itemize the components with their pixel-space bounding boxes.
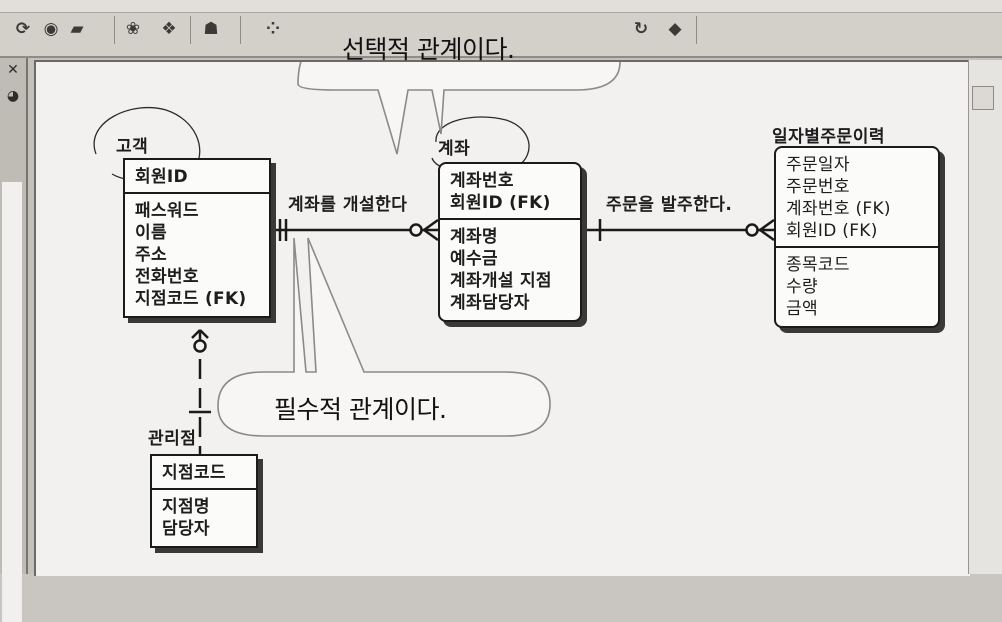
cardinality-zero-circle [409,223,423,237]
scrollbar-thumb[interactable] [972,86,994,110]
entity-attr: 담당자 [162,519,210,539]
crowfoot-line [199,329,209,339]
vertical-scrollbar[interactable] [968,60,1002,574]
callout-bubble-mandatory [217,237,551,437]
entity-attr: 금액 [786,299,818,319]
entity-attr: 전화번호 [135,267,199,287]
callout-bubble-optional [297,62,621,155]
entity-attr: 이름 [135,223,167,243]
entity-keys: 지점코드 [152,456,256,490]
refresh-icon[interactable]: ⟳ [15,19,31,39]
entity-attrs: 종목코드 수량 금액 [776,248,938,326]
panel-pin-icon[interactable]: ✕ [7,62,19,78]
entity-key-attr: 지점코드 [162,463,226,483]
entity-key-attr: 회원ID [135,167,188,187]
entity-keys: 주문일자 주문번호 계좌번호 (FK) 회원ID (FK) [776,148,938,248]
entity-name-account: 계좌 [438,139,471,159]
shape-icon[interactable]: ❖ [161,19,177,39]
entity-key-attr: 계좌번호 (FK) [786,199,891,219]
entity-attrs: 패스워드 이름 주소 전화번호 지점코드 (FK) [125,194,269,316]
people-icon[interactable]: ☗ [203,19,219,39]
entity-account[interactable]: 계좌번호 회원ID (FK) 계좌명 예수금 계좌개설 지점 계좌담당자 [438,162,582,322]
entity-key-attr: 주문번호 [786,177,850,197]
entity-attr: 계좌개설 지점 [450,271,552,291]
entity-keys: 회원ID [125,160,269,194]
toolbar-top-strip [0,0,1002,13]
panel-shape-icon[interactable]: ◕ [6,88,20,104]
toolbar-separator [240,16,241,44]
diagram-canvas[interactable]: 고객 계좌 일자별주문이력 관리점 회원ID 패스워드 이름 주소 전화번호 지… [34,35,970,576]
toolbar-separator [114,16,115,44]
redo-icon[interactable]: ↻ [633,19,649,39]
entity-key-attr: 주문일자 [786,155,850,175]
entity-attr: 지점코드 (FK) [135,289,247,309]
entity-attr: 계좌담당자 [450,293,530,313]
cardinality-zero-circle [745,223,759,237]
entity-key-attr: 회원ID (FK) [450,193,551,213]
entity-attr: 주소 [135,245,167,265]
callout-text-mandatory: 필수적 관계이다. [274,395,447,424]
grid-icon[interactable]: ⁘ [265,19,281,39]
entity-key-attr: 회원ID (FK) [786,221,878,241]
crowfoot-line [759,228,775,242]
cardinality-zero-circle [193,339,207,353]
toolbar-separator [696,16,697,44]
entity-name-customer: 고객 [116,137,149,157]
entity-daily-order-history[interactable]: 주문일자 주문번호 계좌번호 (FK) 회원ID (FK) 종목코드 수량 금액 [774,146,940,328]
group-icon[interactable]: ❀ [125,19,141,39]
left-panel: ✕ ◕ [0,58,28,622]
entity-attr: 지점명 [162,497,210,517]
relationship-label-customer-account: 계좌를 개설한다 [288,195,408,215]
relationship-label-account-order: 주문을 발주한다. [606,195,733,215]
entity-keys: 계좌번호 회원ID (FK) [440,164,580,220]
entity-attrs: 지점명 담당자 [152,490,256,546]
diagram-svg [93,62,775,455]
folder-icon[interactable]: ▰ [70,19,84,39]
callout-text-optional: 선택적 관계이다. [342,35,515,64]
entity-customer[interactable]: 회원ID 패스워드 이름 주소 전화번호 지점코드 (FK) [123,158,271,318]
crowfoot-line [759,218,775,232]
entity-attr: 예수금 [450,249,498,269]
entity-branch[interactable]: 지점코드 지점명 담당자 [150,454,258,548]
zoom-icon[interactable]: ◉ [43,19,59,39]
crowfoot-line [423,228,439,242]
crowfoot-line [191,329,201,339]
toolbar: ⟳ ◉ ▰ ❀ ❖ ☗ ⁘ ↻ ◆ [0,0,1002,58]
entity-name-daily-order-history: 일자별주문이력 [772,127,885,147]
tag-icon[interactable]: ◆ [668,19,682,39]
crowfoot-line [423,218,439,232]
left-panel-list [2,182,22,622]
entity-attrs: 계좌명 예수금 계좌개설 지점 계좌담당자 [440,220,580,320]
entity-attr: 수량 [786,277,818,297]
entity-attr: 계좌명 [450,227,498,247]
entity-key-attr: 계좌번호 [450,171,514,191]
entity-name-branch: 관리점 [148,429,197,449]
entity-attr: 패스워드 [135,201,199,221]
entity-attr: 종목코드 [786,255,850,275]
toolbar-separator [190,16,191,44]
